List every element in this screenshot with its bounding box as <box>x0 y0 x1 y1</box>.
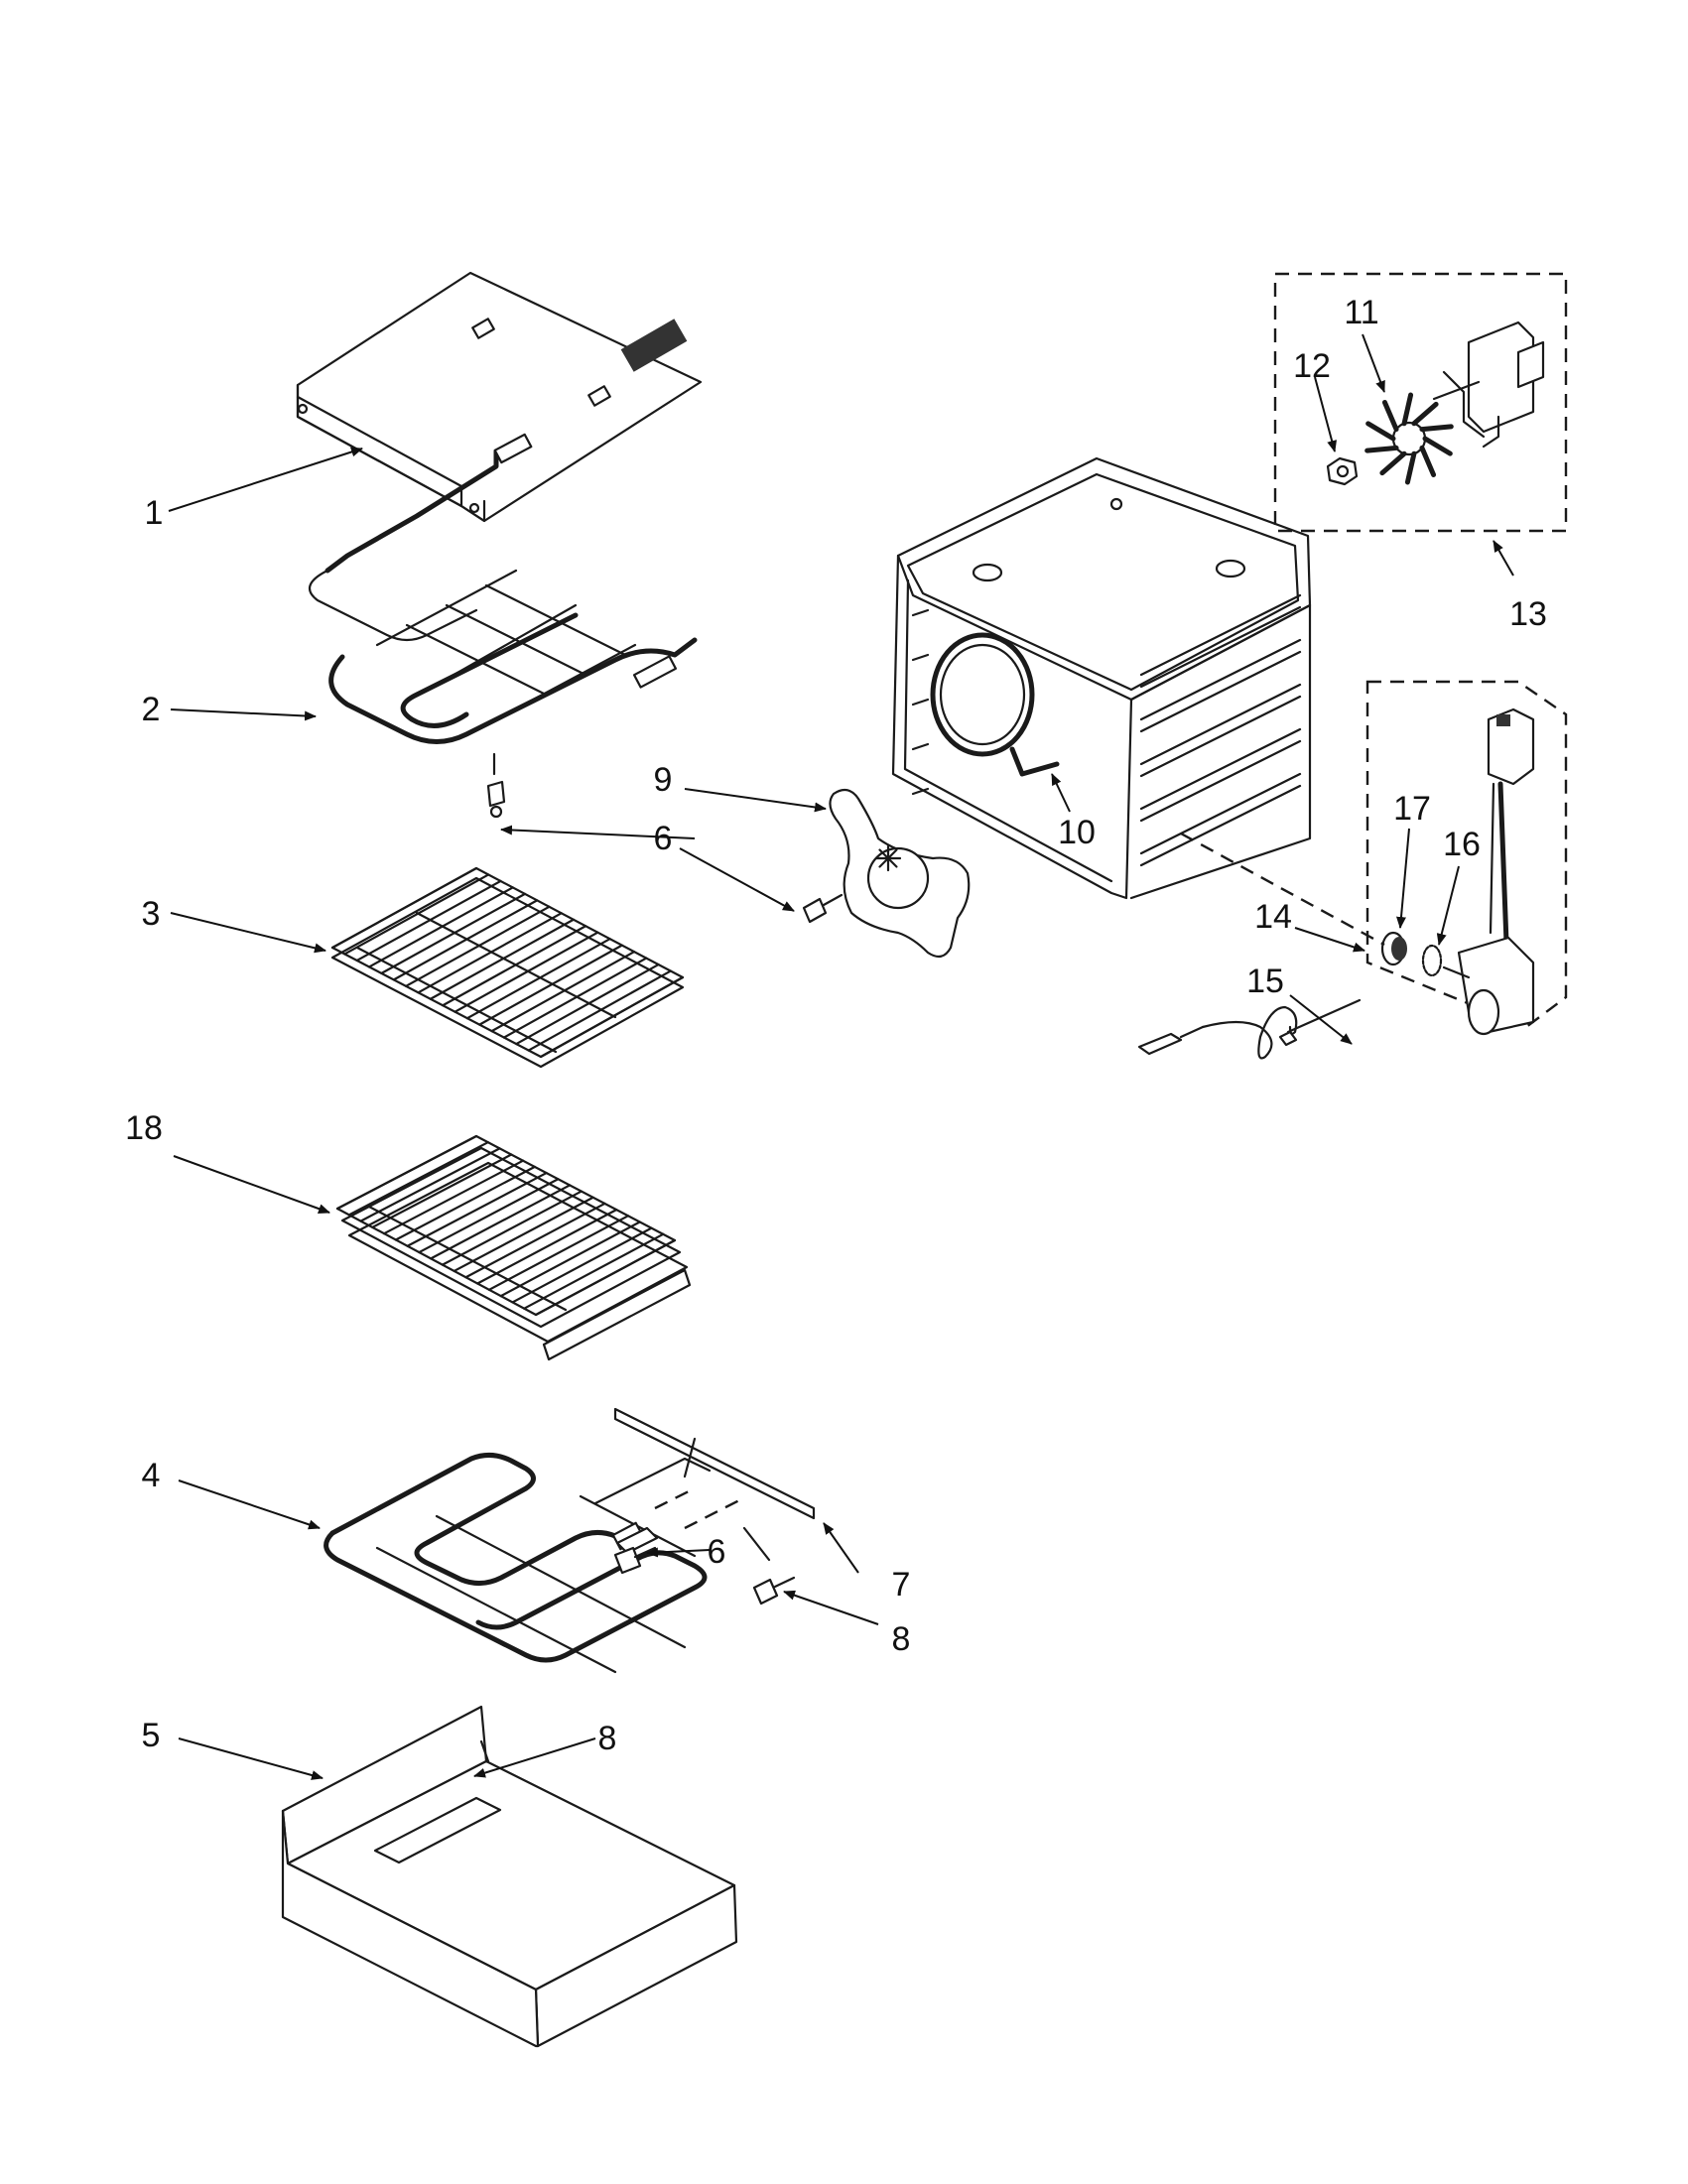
callout-16: 16 <box>1443 826 1481 863</box>
light-socket-assembly <box>1365 680 1568 1036</box>
part-6-screw-broil <box>802 893 844 924</box>
callout-4: 4 <box>142 1457 161 1494</box>
part-4-bake-element <box>324 1453 712 1674</box>
callout-18: 18 <box>125 1109 163 1147</box>
callout-7: 7 <box>892 1566 911 1604</box>
part-3-oven-rack <box>330 866 685 1069</box>
callout-13: 13 <box>1509 595 1547 633</box>
part-1-top-panel <box>296 271 703 523</box>
oven-cavity <box>891 456 1312 900</box>
part-7-bracket <box>613 1407 816 1562</box>
part-18-rollout-rack <box>335 1134 692 1361</box>
callout-9: 9 <box>654 761 673 799</box>
callout-8-lower: 8 <box>598 1720 617 1757</box>
part-5-bottom-tray <box>281 1705 738 2048</box>
part-17-light-lens <box>1380 931 1407 966</box>
callout-11: 11 <box>1344 294 1378 331</box>
callout-6-upper: 6 <box>654 820 673 857</box>
callout-14: 14 <box>1254 898 1292 936</box>
callout-2: 2 <box>142 691 161 728</box>
callout-10: 10 <box>1058 814 1096 851</box>
part-10-convection-element <box>930 632 1060 777</box>
part-16-gasket <box>1421 944 1443 977</box>
part-13-fan-motor-assembly <box>1273 272 1568 533</box>
callout-1: 1 <box>145 494 164 532</box>
callout-6-lower: 6 <box>708 1533 726 1571</box>
callout-15: 15 <box>1246 963 1284 1000</box>
part-11-fan-blade <box>1364 392 1454 485</box>
callout-labels: 1 2 3 18 4 5 6 9 10 11 12 13 14 15 16 17… <box>125 294 1547 1757</box>
part-15-meat-probe <box>1137 998 1362 1060</box>
motor <box>1432 321 1545 449</box>
callout-12: 12 <box>1293 347 1331 385</box>
part-9-fan-baffle <box>829 788 971 959</box>
callout-5: 5 <box>142 1717 161 1754</box>
callout-8-upper: 8 <box>892 1620 911 1658</box>
part-8-screw-bracket <box>752 1576 796 1606</box>
light-socket <box>1442 707 1535 1036</box>
callout-3: 3 <box>142 895 161 933</box>
part-6-screw-bake <box>613 1546 657 1575</box>
leader-lines <box>168 333 1514 1780</box>
part-2-broil-element <box>308 433 698 819</box>
callout-17: 17 <box>1393 790 1431 828</box>
part-12-nut <box>1326 456 1359 486</box>
